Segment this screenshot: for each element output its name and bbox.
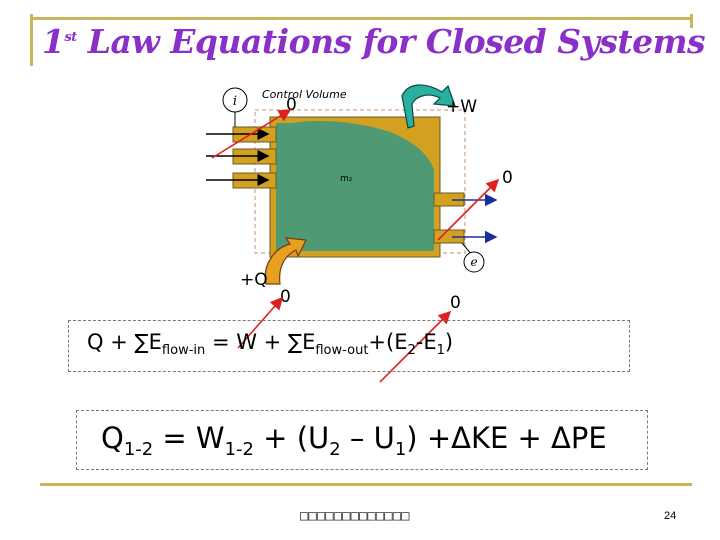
zero-label-bottom: 0 [450,293,461,313]
exit-label: e [470,255,477,269]
title-superscript: st [64,30,77,45]
tank-fluid [276,120,434,251]
equation-closed-system: Q1-2 = W1-2 + (U2 – U1) +ΔKE + ΔPE [76,410,648,470]
inlet-label-circle [222,87,248,113]
zero-label-heat: 0 [280,287,291,307]
work-arrow-icon [401,84,456,129]
zero-label-right: 0 [502,168,513,188]
exit-label-circle [463,251,485,273]
work-label: +W [446,97,477,117]
frame-right-bar [690,14,693,28]
footer-text: □□□□□□□□□□□□□ [300,508,410,524]
frame-top-bar [30,17,692,20]
inlet-label: i [233,94,237,109]
cancel-arrow-heat [237,296,284,349]
equation-general: Q + ∑Eflow-in = W + ∑Eflow-out+(E2-E1) [68,320,630,372]
heat-arrow-icon [264,237,307,285]
heat-label: +Q [240,270,268,290]
cancel-arrow-bottom [379,310,452,383]
cancel-arrow-right [437,178,500,241]
control-volume-label: Control Volume [262,88,347,101]
cancel-arrow-top [211,109,292,159]
zero-label-top: 0 [286,95,297,115]
title-number: 1 [42,22,65,61]
mass-label: m₂ [340,174,353,184]
footer-separator [40,483,692,486]
slide-title: 1st Law Equations for Closed Systems [42,22,706,61]
equation-general-text: Q + ∑Eflow-in = W + ∑Eflow-out+(E2-E1) [87,330,454,359]
title-text: Law Equations for Closed Systems [76,22,706,61]
frame-left-bar [30,14,33,66]
equation-closed-system-text: Q1-2 = W1-2 + (U2 – U1) +ΔKE + ΔPE [101,421,607,460]
page-number: 24 [664,510,677,522]
